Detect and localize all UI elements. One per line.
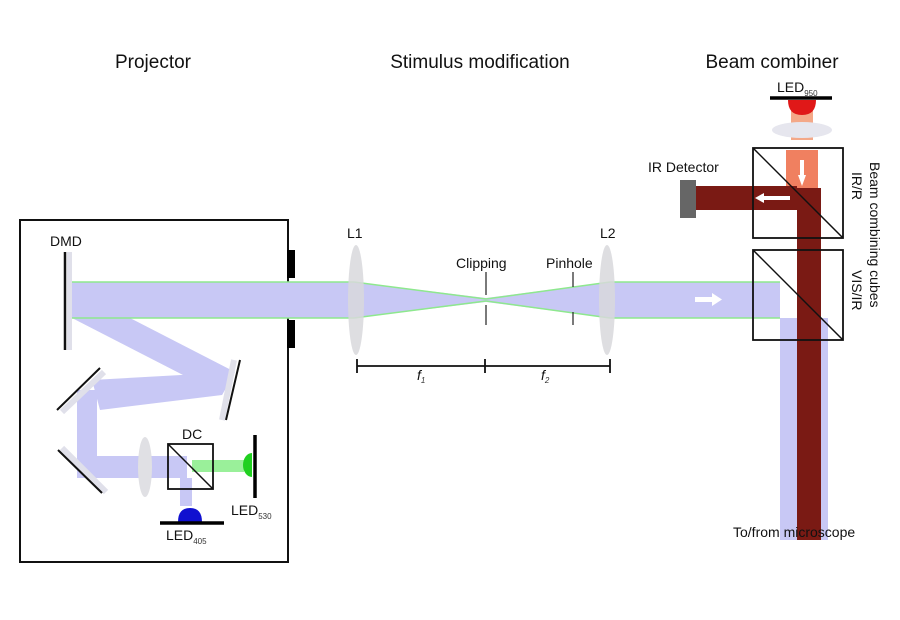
dmd-label: DMD [50,233,82,249]
green-led [243,453,252,477]
dc-label: DC [182,426,202,442]
pinhole-label: Pinhole [546,255,593,271]
ir-led [788,100,816,115]
mirror-right [219,359,241,421]
mirror-left-top [56,367,107,415]
beam-combining-cubes-label: Beam combining cubes [867,162,883,308]
aperture-bottom [287,320,295,348]
clipping-label: Clipping [456,255,507,271]
lens-l2 [599,245,615,355]
mirror-left-bottom [57,445,109,495]
dichroic-cube [167,443,214,490]
projector-title: Projector [115,52,192,73]
aperture-top [287,250,295,278]
ir-beam-cube [752,147,844,239]
ir-main-beam [797,188,821,540]
l1-label: L1 [347,225,363,241]
vis-r-label: VIS/IR [849,270,865,310]
led-ir-label: LED950 [777,79,818,98]
combiner-lens [772,122,832,138]
lens-l1 [348,245,364,355]
ir-detector-label: IR Detector [648,159,719,175]
ir-arrows [755,160,806,203]
led-blue-label: LED405 [166,527,207,546]
vis-beam-cube [752,249,844,341]
f1-label: f1 [417,367,425,385]
stimulus-title: Stimulus modification [390,52,570,73]
projector-beam-path [72,318,244,506]
focal-length-bar [356,359,611,373]
projector-lens [138,437,152,497]
combiner-title: Beam combiner [705,52,839,73]
l2-label: L2 [600,225,616,241]
projector-box [19,219,289,563]
ir-detector [680,180,696,218]
ir-r-label: IR/R [849,172,865,200]
dmd-surface [67,252,72,350]
microscope-label: To/from microscope [733,524,855,540]
led-green-label: LED530 [231,502,272,521]
blue-led [178,508,202,522]
f2-label: f2 [541,367,550,385]
beam-direction-arrow [695,293,722,306]
